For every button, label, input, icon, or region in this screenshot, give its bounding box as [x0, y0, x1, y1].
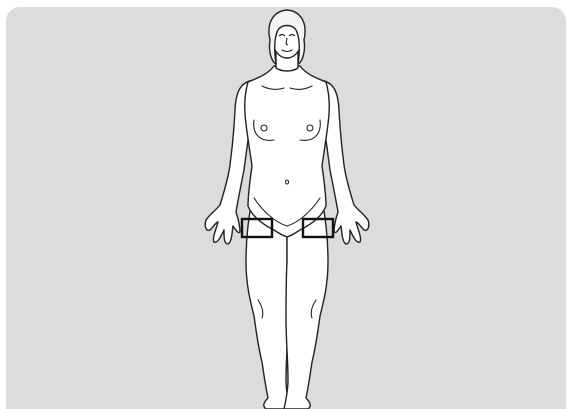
- body-figure: [6, 7, 566, 409]
- diagram-panel: [6, 7, 566, 409]
- torso: [245, 66, 330, 237]
